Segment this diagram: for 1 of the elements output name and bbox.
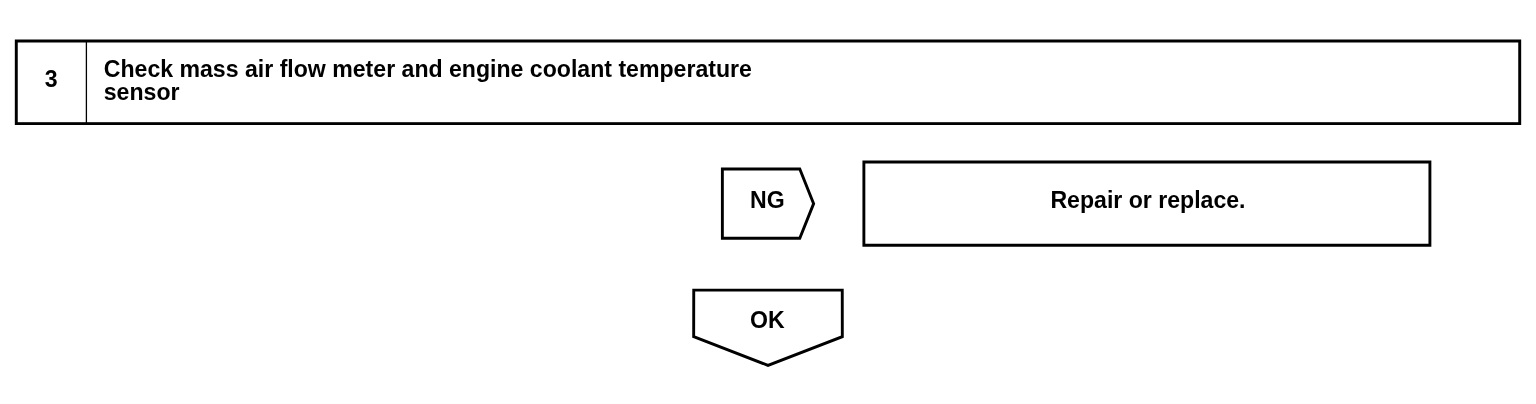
node-box: Repair or replace. <box>862 160 1432 247</box>
